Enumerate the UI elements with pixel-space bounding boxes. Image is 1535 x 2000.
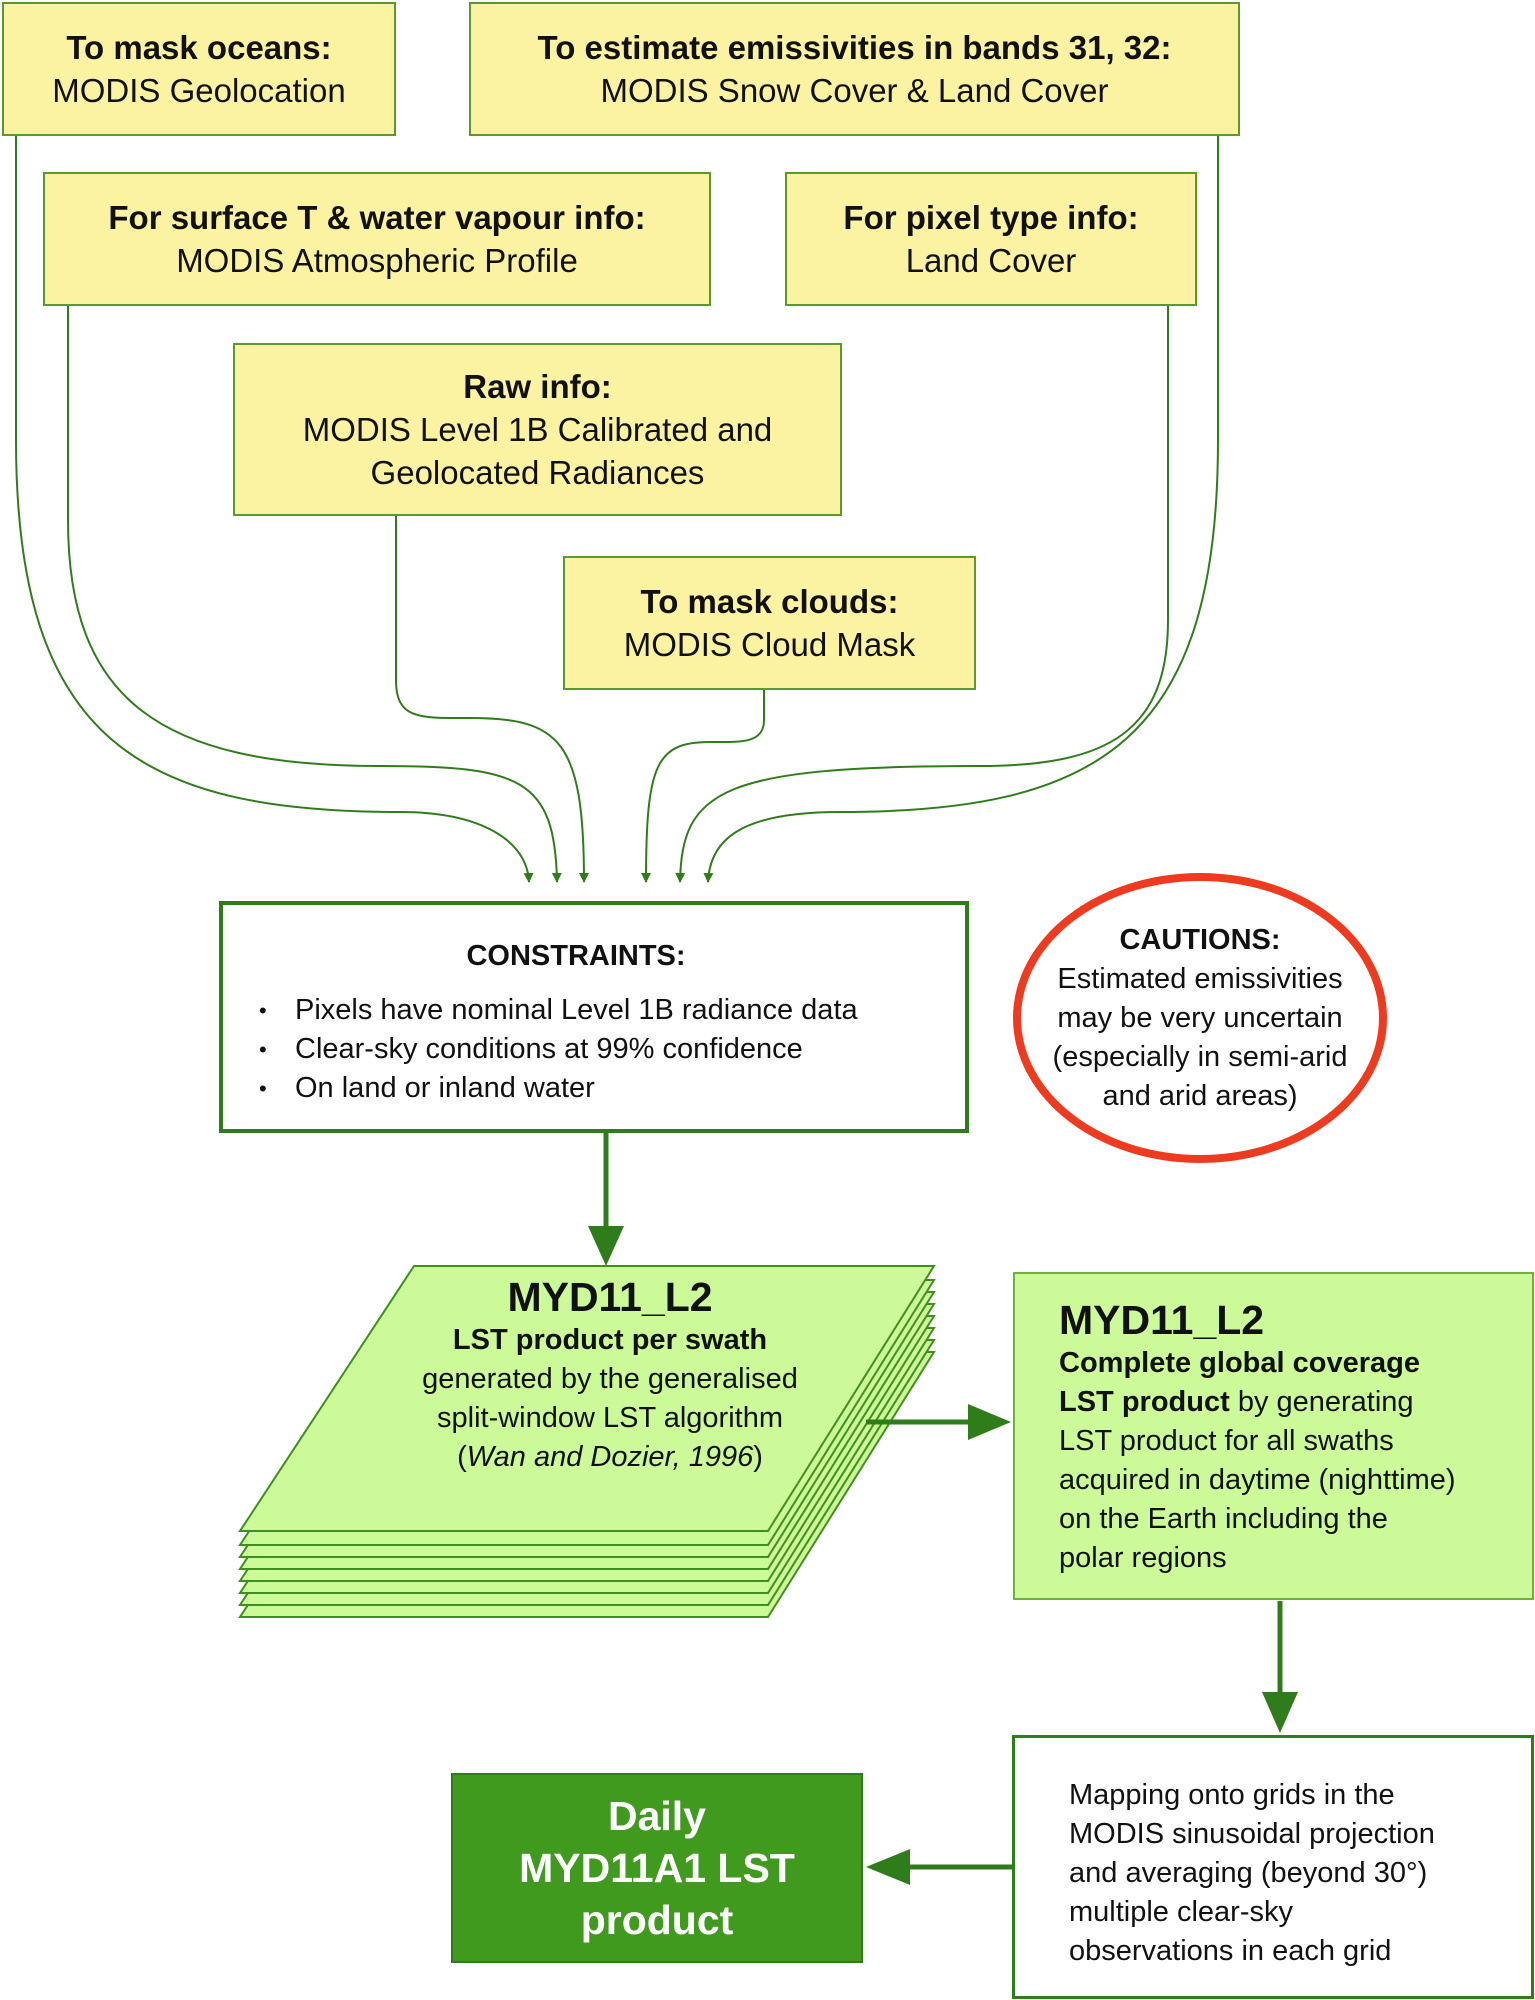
- source-body: MODIS Snow Cover & Land Cover: [600, 71, 1109, 109]
- source-landcover-box: For pixel type info: Land Cover: [785, 172, 1197, 306]
- swath-product-citation-line: (Wan and Dozier, 1996): [330, 1438, 890, 1477]
- constraint-item: On land or inland water: [259, 1069, 858, 1108]
- mapping-box: Mapping onto grids in the MODIS sinusoid…: [1012, 1735, 1534, 1999]
- mapping-line: multiple clear-sky: [1069, 1896, 1293, 1928]
- constraints-heading: CONSTRAINTS:: [466, 940, 686, 972]
- connector-landcover: [675, 306, 1169, 883]
- swath-product-subtitle: LST product per swath: [452, 1324, 768, 1356]
- paren-open: (: [457, 1441, 467, 1473]
- arrowhead-constraints-to-swath: [588, 1226, 624, 1266]
- cautions-line: Estimated emissivities: [1057, 962, 1343, 995]
- source-heading: For surface T & water vapour info:: [108, 198, 646, 236]
- cautions-ellipse: CAUTIONS: Estimated emissivities may be …: [1013, 873, 1387, 1163]
- paren-close: ): [753, 1441, 763, 1473]
- mapping-line: MODIS sinusoidal projection: [1069, 1818, 1435, 1850]
- global-product-bold-text: LST product: [1059, 1386, 1230, 1418]
- source-raw-box: Raw info: MODIS Level 1B Calibrated and …: [233, 343, 842, 516]
- daily-product-line: Daily: [607, 1793, 706, 1839]
- connector-raw: [395, 516, 589, 883]
- source-emissivity-box: To estimate emissivities in bands 31, 32…: [469, 2, 1240, 136]
- swath-stack-top-sheet: [238, 1265, 936, 1532]
- swath-product-title: MYD11_L2: [507, 1274, 713, 1320]
- arrowhead-global-to-mapping: [1262, 1692, 1298, 1733]
- daily-product-box: Daily MYD11A1 LST product: [451, 1773, 863, 1963]
- arrowhead-mapping-to-daily: [866, 1849, 910, 1885]
- swath-product-text: MYD11_L2 LST product per swath generated…: [330, 1273, 890, 1477]
- connector-geolocation: [15, 136, 534, 883]
- swath-product-citation: Wan and Dozier, 1996: [466, 1441, 754, 1473]
- swath-product-line: split-window LST algorithm: [437, 1402, 783, 1434]
- global-product-box: MYD11_L2 Complete global coverage LST pr…: [1013, 1272, 1534, 1600]
- constraint-item: Pixels have nominal Level 1B radiance da…: [259, 991, 858, 1030]
- source-body: MODIS Geolocation: [52, 71, 346, 109]
- arrowhead-swath-to-global: [968, 1404, 1011, 1440]
- source-body-line: MODIS Level 1B Calibrated and: [302, 410, 773, 448]
- constraints-box: CONSTRAINTS: Pixels have nominal Level 1…: [219, 901, 969, 1133]
- connector-cloud: [641, 690, 765, 883]
- constraints-list: Pixels have nominal Level 1B radiance da…: [259, 991, 858, 1108]
- mapping-line: observations in each grid: [1069, 1935, 1392, 1967]
- source-heading: To mask oceans:: [66, 28, 332, 66]
- source-heading: To mask clouds:: [640, 582, 899, 620]
- source-body: MODIS Atmospheric Profile: [176, 241, 578, 279]
- global-product-text: by generating: [1229, 1386, 1414, 1418]
- global-product-title: MYD11_L2: [1059, 1297, 1265, 1343]
- source-body: Land Cover: [905, 241, 1077, 279]
- cautions-line: may be very uncertain: [1057, 1001, 1343, 1034]
- global-product-line: on the Earth including the: [1059, 1503, 1388, 1535]
- global-product-mixed-line: LST product by generating: [1059, 1383, 1512, 1422]
- swath-product-line: generated by the generalised: [422, 1363, 798, 1395]
- connector-emissivity: [703, 136, 1219, 883]
- global-product-line: polar regions: [1059, 1542, 1227, 1574]
- source-cloudmask-box: To mask clouds: MODIS Cloud Mask: [563, 556, 976, 690]
- source-heading: Raw info:: [463, 367, 612, 405]
- daily-product-line: product: [580, 1897, 734, 1943]
- cautions-heading: CAUTIONS:: [1119, 923, 1281, 956]
- source-atmospheric-box: For surface T & water vapour info: MODIS…: [43, 172, 711, 306]
- connector-atmospheric: [67, 306, 562, 883]
- source-geolocation-box: To mask oceans: MODIS Geolocation: [2, 2, 396, 136]
- source-body: MODIS Cloud Mask: [623, 625, 916, 663]
- cautions-line: and arid areas): [1102, 1079, 1298, 1112]
- source-heading: To estimate emissivities in bands 31, 32…: [537, 28, 1172, 66]
- constraint-item: Clear-sky conditions at 99% confidence: [259, 1030, 858, 1069]
- cautions-line: (especially in semi-arid: [1052, 1040, 1348, 1073]
- global-product-bold-line: Complete global coverage: [1059, 1347, 1420, 1379]
- global-product-line: LST product for all swaths: [1059, 1425, 1394, 1457]
- mapping-line: Mapping onto grids in the: [1069, 1779, 1395, 1811]
- source-heading: For pixel type info:: [843, 198, 1139, 236]
- global-product-line: acquired in daytime (nighttime): [1059, 1464, 1456, 1496]
- daily-product-line: MYD11A1 LST: [519, 1845, 795, 1891]
- mapping-line: and averaging (beyond 30°): [1069, 1857, 1428, 1889]
- source-body-line: Geolocated Radiances: [370, 453, 705, 491]
